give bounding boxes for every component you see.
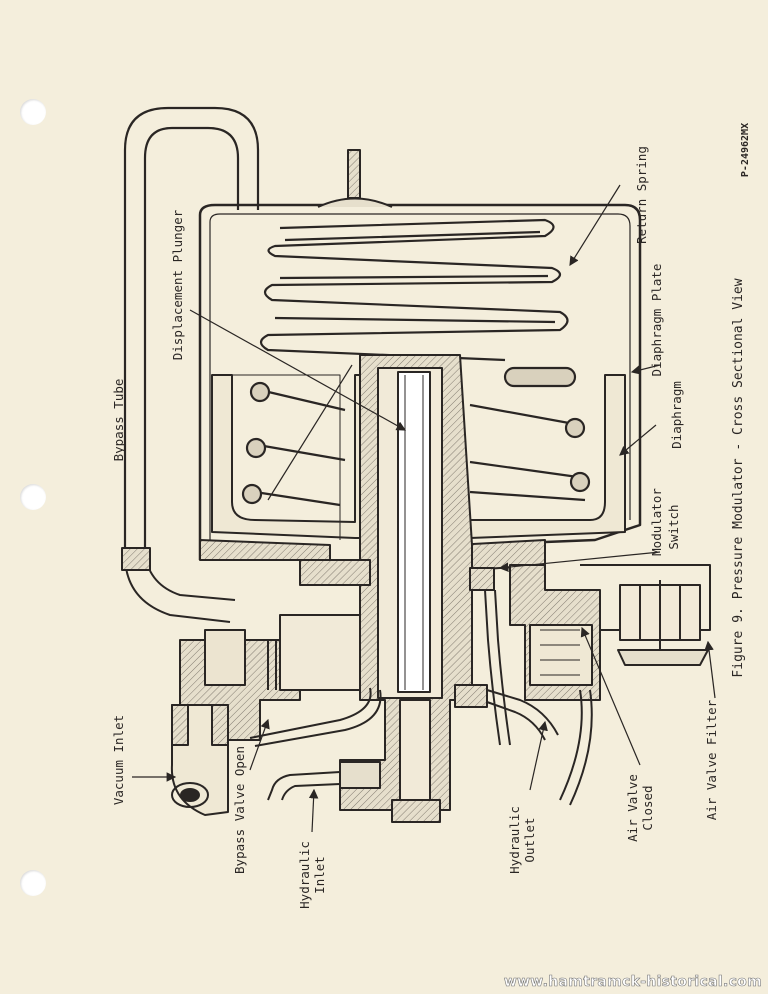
label-air-valve-closed-line1: Air Valve <box>625 774 640 842</box>
vacuum-inlet-shape <box>170 704 229 816</box>
leader-lines <box>132 184 716 833</box>
label-return-spring: Return Spring <box>634 146 649 244</box>
bypass-tube-shape <box>121 106 260 623</box>
top-stud <box>317 149 393 208</box>
binder-hole-middle <box>20 484 46 510</box>
label-diaphragm-plate: Diaphragm Plate <box>649 264 664 377</box>
document-id: P-24962MX <box>740 123 751 177</box>
label-modulator-switch-line1: Modulator <box>649 488 664 556</box>
return-spring-coils <box>241 218 591 507</box>
displacement-plunger-shape <box>339 354 473 823</box>
label-hydraulic-inlet-line1: Hydraulic <box>297 841 312 909</box>
hydraulic-lines <box>249 567 559 801</box>
label-bypass-tube: Bypass Tube <box>111 379 126 462</box>
label-hydraulic-inlet-line2: Inlet <box>312 856 327 894</box>
label-hydraulic-outlet-line2: Outlet <box>522 817 537 862</box>
air-valve-shape <box>509 564 711 806</box>
label-air-valve-filter: Air Valve Filter <box>704 699 719 820</box>
label-bypass-valve-open: Bypass Valve Open <box>232 746 247 874</box>
label-vacuum-inlet: Vacuum Inlet <box>111 715 126 805</box>
binder-hole-bottom <box>20 870 46 896</box>
label-displacement-plunger: Displacement Plunger <box>170 209 185 360</box>
label-air-valve-closed-line2: Closed <box>640 785 655 830</box>
label-diaphragm: Diaphragm <box>669 381 684 449</box>
label-modulator-switch-line2: Switch <box>666 504 681 549</box>
label-hydraulic-outlet-line1: Hydraulic <box>507 806 522 874</box>
watermark: www.hamtramck-historical.com <box>503 974 762 991</box>
binder-hole-top <box>20 99 46 125</box>
figure-caption: Figure 9. Pressure Modulator - Cross Sec… <box>731 278 746 677</box>
